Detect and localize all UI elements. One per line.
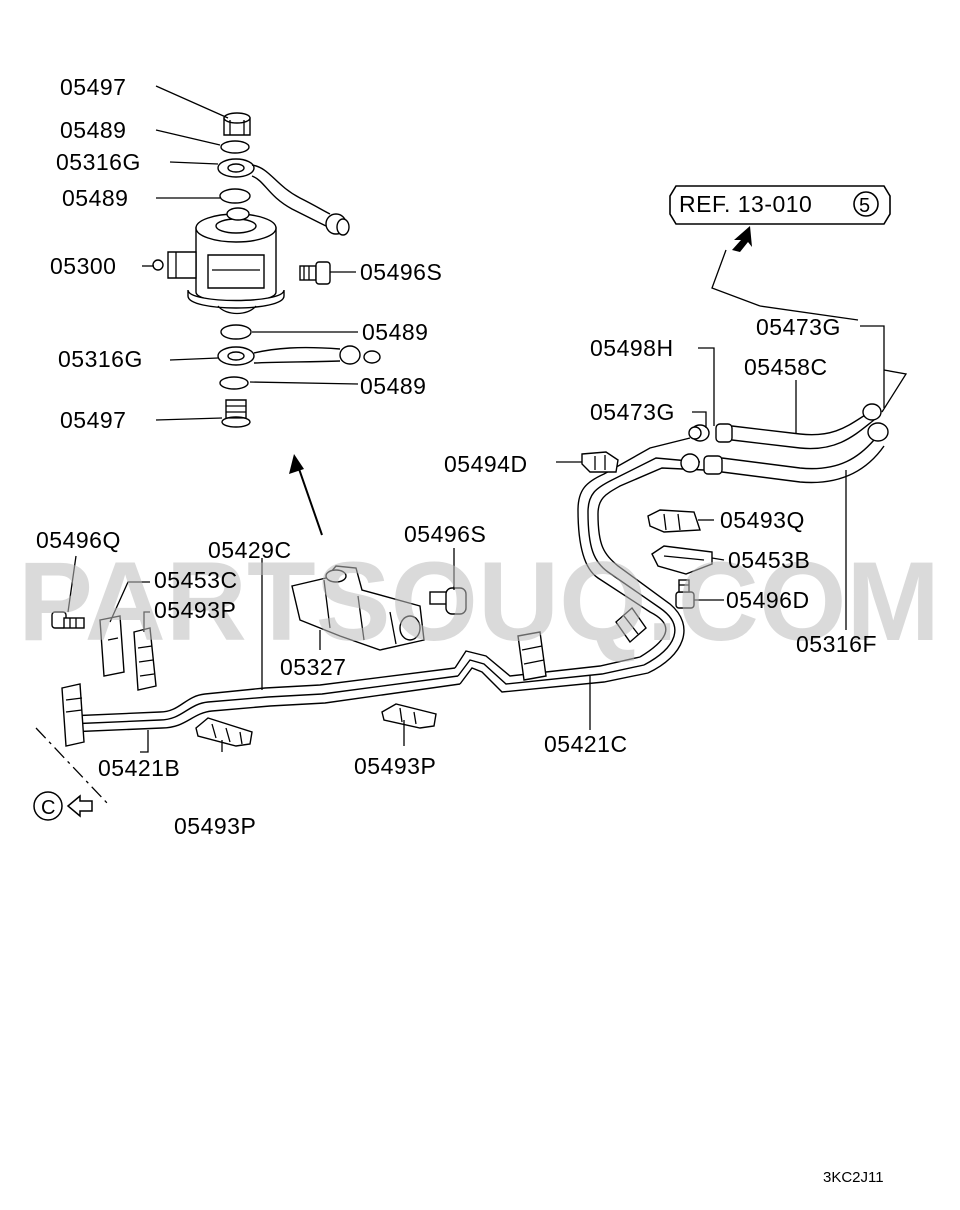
- bracket-05453B[interactable]: [651, 545, 713, 575]
- label-05421B[interactable]: 05421B: [98, 755, 180, 781]
- bracket-05453C[interactable]: [99, 615, 125, 677]
- assembly-arrow: [289, 454, 323, 536]
- bracket-05327[interactable]: [291, 565, 425, 651]
- label-05316G-top[interactable]: 05316G: [56, 149, 141, 175]
- label-05489-c[interactable]: 05489: [362, 319, 428, 345]
- diagram-code: 3KC2J11: [823, 1169, 884, 1186]
- watermark: PARTSOUQ.COM: [18, 539, 940, 664]
- label-05453B[interactable]: 05453B: [728, 547, 810, 573]
- reference-text: REF. 13-010: [679, 191, 812, 217]
- banjo-bolt-bottom[interactable]: [221, 399, 251, 428]
- label-05497-bot[interactable]: 05497: [60, 407, 126, 433]
- bolt-05496Q[interactable]: [51, 611, 85, 629]
- label-05493P-mid[interactable]: 05493P: [354, 753, 436, 779]
- bolt-05496S-mid[interactable]: [429, 587, 467, 615]
- fuel-hose-05458C[interactable]: [690, 411, 875, 450]
- washer-c[interactable]: [220, 324, 252, 340]
- pipe-clip-right[interactable]: [615, 606, 647, 644]
- label-05494D[interactable]: 05494D: [444, 451, 528, 477]
- label-05429C[interactable]: 05429C: [208, 537, 292, 563]
- bolt-05496D[interactable]: [675, 579, 695, 609]
- fuel-pipe-05421C[interactable]: [454, 650, 649, 693]
- label-05496S-top[interactable]: 05496S: [360, 259, 442, 285]
- fuel-pipe-riser[interactable]: [577, 437, 705, 674]
- washer-d[interactable]: [219, 376, 249, 390]
- view-marker-c[interactable]: C: [33, 727, 109, 821]
- fuel-hose-05316F[interactable]: [680, 439, 885, 484]
- label-05327[interactable]: 05327: [280, 654, 346, 680]
- label-05493P-left[interactable]: 05493P: [154, 597, 236, 623]
- label-05498H[interactable]: 05498H: [590, 335, 674, 361]
- reference-box[interactable]: REF. 13-010 5: [669, 185, 891, 225]
- washer-b[interactable]: [219, 188, 251, 204]
- hose-top-05316G[interactable]: [217, 158, 350, 236]
- view-marker-letter: C: [41, 797, 55, 819]
- clamp-05493P-mid[interactable]: [381, 703, 437, 729]
- label-05496Q[interactable]: 05496Q: [36, 527, 121, 553]
- label-05497-top[interactable]: 05497: [60, 74, 126, 100]
- part-labels: 05497 05489 05316G 05489 05300 05496S 05…: [36, 74, 877, 839]
- label-05493Q[interactable]: 05493Q: [720, 507, 805, 533]
- label-05489-b[interactable]: 05489: [62, 185, 128, 211]
- hose-clamps-right[interactable]: [688, 403, 889, 442]
- pipe-clip-left[interactable]: [61, 683, 85, 747]
- label-05453C[interactable]: 05453C: [154, 567, 238, 593]
- fuel-filter-body[interactable]: [152, 207, 285, 315]
- label-05496D[interactable]: 05496D: [726, 587, 810, 613]
- label-05316G-bot[interactable]: 05316G: [58, 346, 143, 372]
- label-05300[interactable]: 05300: [50, 253, 116, 279]
- clamp-05493P-left[interactable]: [133, 627, 157, 691]
- hose-bottom-05316G[interactable]: [217, 345, 381, 366]
- fuel-filter-assembly: [152, 112, 381, 428]
- label-05458C[interactable]: 05458C: [744, 354, 828, 380]
- label-05489-a[interactable]: 05489: [60, 117, 126, 143]
- label-05421C[interactable]: 05421C: [544, 731, 628, 757]
- clip-05494D[interactable]: [581, 451, 619, 473]
- banjo-bolt-top[interactable]: [223, 112, 251, 136]
- clamp-05493P-bottom[interactable]: [195, 717, 253, 747]
- leader-lines: [67, 85, 908, 753]
- label-05496S-mid[interactable]: 05496S: [404, 521, 486, 547]
- label-05473G-left[interactable]: 05473G: [590, 399, 675, 425]
- bolt-05496S-top[interactable]: [299, 261, 331, 285]
- label-05316F[interactable]: 05316F: [796, 631, 877, 657]
- label-05473G-right[interactable]: 05473G: [756, 314, 841, 340]
- pipe-clip-center[interactable]: [517, 631, 547, 681]
- fuel-pipe-05421B[interactable]: [67, 667, 461, 733]
- clamp-05493Q[interactable]: [647, 509, 701, 533]
- label-05489-d[interactable]: 05489: [360, 373, 426, 399]
- reference-circle-number: 5: [859, 195, 871, 217]
- label-05493P-bot[interactable]: 05493P: [174, 813, 256, 839]
- washer-a[interactable]: [220, 140, 250, 154]
- reference-arrow-icon: [732, 226, 752, 252]
